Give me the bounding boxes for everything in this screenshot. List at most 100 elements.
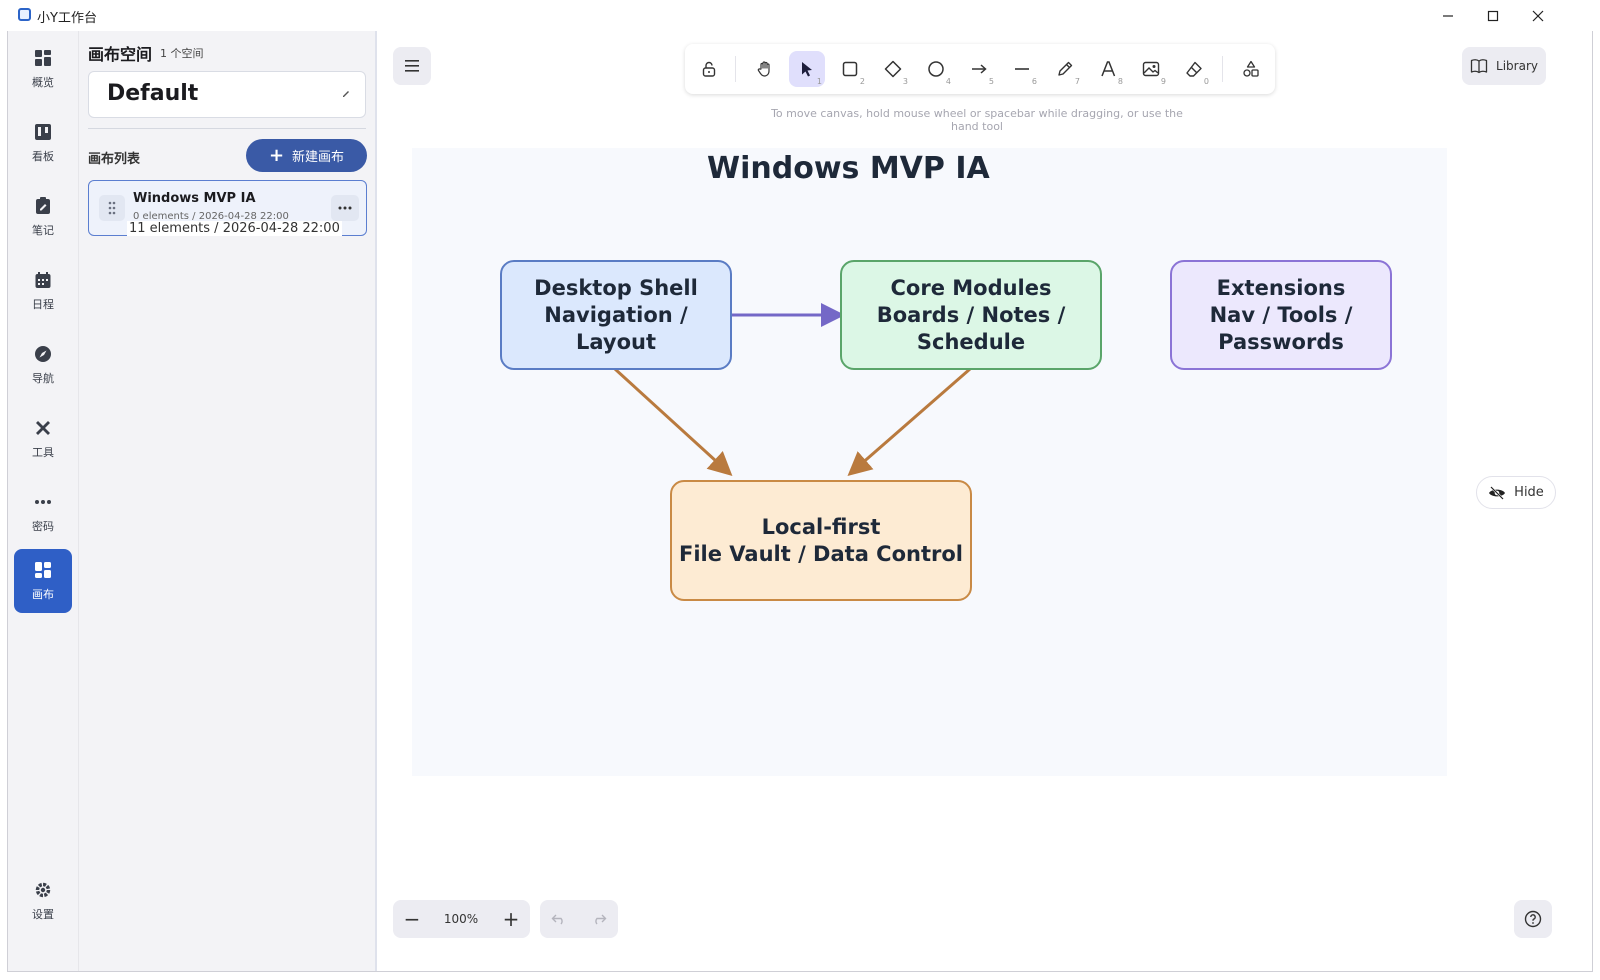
tool-line[interactable]: 6: [1004, 51, 1040, 87]
canvas-workspace[interactable]: 1 2 3 4 5 6 7: [377, 31, 1600, 972]
minimize-button[interactable]: [1425, 0, 1471, 31]
nav-rail: 概览 看板 笔记 日程 导航 工具 密码 画布: [7, 31, 79, 972]
tool-lock[interactable]: [691, 51, 727, 87]
node-line: Boards / Notes /: [876, 302, 1066, 327]
node-line: Navigation / Layout: [544, 302, 688, 354]
rail-item-settings[interactable]: 设置: [14, 869, 72, 933]
rail-label: 概览: [32, 75, 54, 89]
tools-icon: [36, 420, 50, 435]
rectangle-icon: [842, 61, 858, 77]
tool-eraser[interactable]: 0: [1176, 51, 1212, 87]
window-border: [7, 971, 1593, 972]
rail-item-notes[interactable]: 笔记: [14, 185, 72, 249]
rail-item-navigation[interactable]: 导航: [14, 333, 72, 397]
window-border: [7, 31, 8, 972]
canvas-meta-old: 0 elements / 2026-04-28 22:00: [133, 211, 289, 220]
maximize-button[interactable]: [1470, 0, 1516, 31]
hamburger-icon: [405, 60, 419, 72]
zoom-controls: − 100% +: [393, 900, 530, 938]
node-line: Nav / Tools /: [1209, 302, 1353, 327]
tool-draw[interactable]: 7: [1047, 51, 1083, 87]
more-options-button[interactable]: [331, 195, 359, 221]
zoom-in-button[interactable]: +: [492, 900, 530, 938]
rail-label: 设置: [32, 907, 54, 921]
rail-item-passwords[interactable]: 密码: [14, 481, 72, 545]
undo-button[interactable]: [540, 900, 578, 938]
eye-off-icon: [1489, 485, 1506, 500]
minimize-icon: [1443, 14, 1453, 17]
node-line: Core Modules: [890, 275, 1052, 300]
hide-button[interactable]: Hide: [1476, 476, 1556, 509]
new-canvas-button[interactable]: + 新建画布: [246, 139, 367, 172]
pencil-icon: [1058, 61, 1073, 76]
node-core-modules[interactable]: Core Modules Boards / Notes / Schedule: [840, 260, 1102, 370]
node-local-first[interactable]: Local-first File Vault / Data Control: [670, 480, 972, 601]
redo-icon: [595, 914, 607, 925]
ellipse-icon: [928, 61, 944, 77]
gear-icon: [35, 882, 51, 897]
edge-desktop-to-local[interactable]: [613, 367, 733, 477]
maximize-icon: [1487, 10, 1499, 21]
new-canvas-label: 新建画布: [292, 150, 345, 165]
canvas-panel: 画布空间 1 个空间 Default 画布列表 + 新建画布 Windows M…: [79, 31, 377, 972]
node-desktop-shell[interactable]: Desktop Shell Navigation / Layout: [500, 260, 732, 370]
compass-icon: [35, 345, 51, 362]
rail-item-canvas[interactable]: 画布: [14, 549, 72, 613]
rail-item-schedule[interactable]: 日程: [14, 259, 72, 323]
close-icon: [1532, 10, 1544, 21]
tool-hand[interactable]: [747, 51, 783, 87]
tool-more-shapes[interactable]: [1233, 51, 1269, 87]
rail-item-tools[interactable]: 工具: [14, 407, 72, 471]
tool-image[interactable]: 9: [1133, 51, 1169, 87]
tool-diamond[interactable]: 3: [875, 51, 911, 87]
close-button[interactable]: [1515, 0, 1561, 31]
shape-toolbar: 1 2 3 4 5 6 7: [685, 44, 1275, 94]
canvas-background: [412, 148, 1447, 776]
rail-item-overview[interactable]: 概览: [14, 37, 72, 101]
minus-icon: −: [403, 907, 421, 931]
password-icon: [35, 499, 51, 504]
library-label: Library: [1496, 59, 1538, 73]
tool-selection[interactable]: 1: [789, 51, 825, 87]
space-count: 1 个空间: [160, 47, 204, 60]
node-extensions[interactable]: Extensions Nav / Tools / Passwords: [1170, 260, 1392, 370]
rail-item-kanban[interactable]: 看板: [14, 111, 72, 175]
library-button[interactable]: Library: [1462, 47, 1546, 85]
node-line: Desktop Shell: [534, 275, 698, 300]
diagram-title[interactable]: Windows MVP IA: [707, 151, 990, 186]
help-button[interactable]: [1514, 900, 1552, 938]
rail-label: 日程: [32, 297, 54, 311]
hand-icon: [757, 61, 770, 77]
node-line: Extensions: [1216, 275, 1346, 300]
plus-icon: +: [268, 145, 285, 166]
diamond-icon: [884, 60, 902, 78]
line-icon: [1015, 68, 1029, 70]
tool-text[interactable]: 8: [1090, 51, 1126, 87]
history-controls: [540, 900, 618, 938]
space-selector[interactable]: Default: [88, 71, 366, 118]
cursor-icon: [802, 62, 812, 77]
redo-button[interactable]: [580, 900, 618, 938]
help-icon: [1524, 910, 1542, 928]
edge-core-to-local[interactable]: [847, 367, 971, 476]
drag-handle[interactable]: [99, 195, 125, 221]
zoom-level[interactable]: 100%: [443, 912, 479, 926]
toolbar-divider: [1222, 56, 1223, 82]
zoom-out-button[interactable]: −: [393, 900, 431, 938]
node-line: Schedule: [916, 329, 1026, 354]
tool-shortcut: 3: [902, 77, 908, 86]
main-menu-button[interactable]: [393, 47, 431, 85]
pencil-icon[interactable]: [339, 86, 353, 100]
tool-shortcut: 5: [988, 77, 994, 86]
window-border: [1592, 31, 1593, 972]
tool-shortcut: 2: [859, 77, 865, 86]
tool-shortcut: 9: [1160, 77, 1166, 86]
tool-ellipse[interactable]: 4: [918, 51, 954, 87]
tool-arrow[interactable]: 5: [961, 51, 997, 87]
text-icon: [1101, 61, 1116, 77]
rail-label: 看板: [32, 149, 54, 163]
tool-rectangle[interactable]: 2: [832, 51, 868, 87]
title-bar: 小Y工作台: [0, 0, 1600, 31]
unlock-icon: [702, 61, 716, 77]
